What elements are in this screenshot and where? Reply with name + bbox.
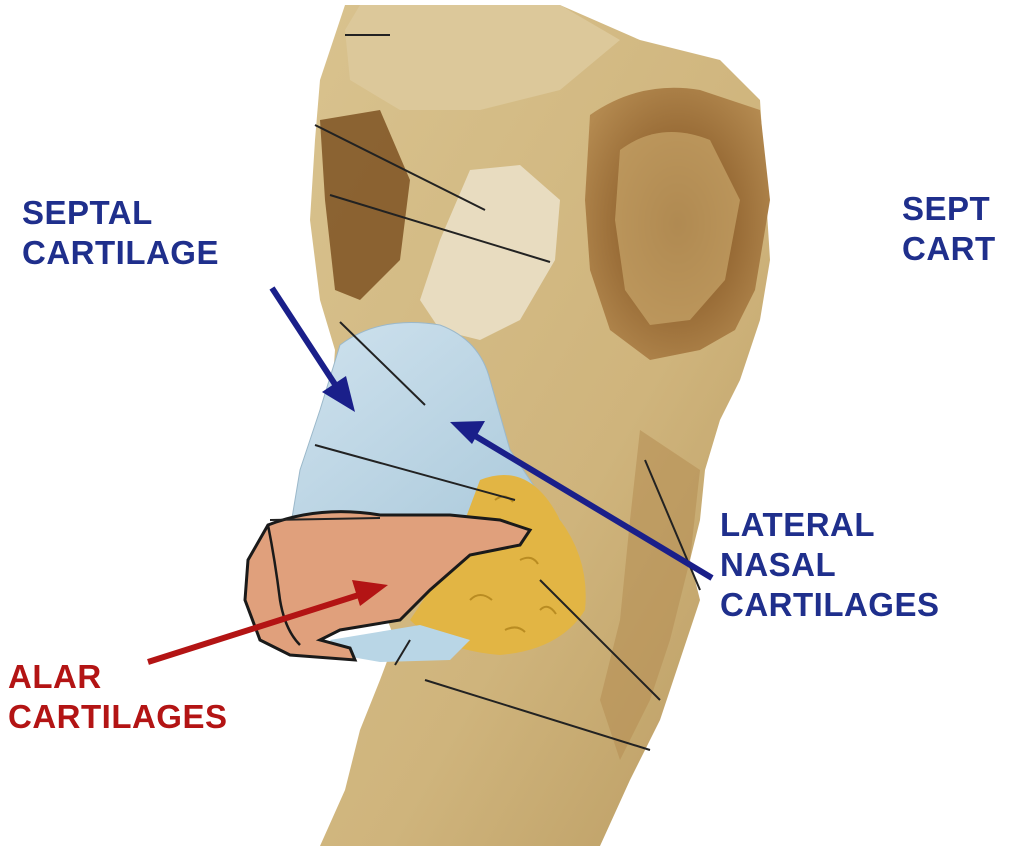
septal-cropped-line-1: SEPT [902,189,996,229]
lateral-label-line-3: CARTILAGES [720,585,940,625]
lateral-nasal-cartilages-label: LATERAL NASAL CARTILAGES [720,505,940,625]
lateral-label-line-2: NASAL [720,545,940,585]
septal-label-line-2: CARTILAGE [22,233,219,273]
septal-cartilage-cropped-label: SEPT CART [902,189,996,269]
lateral-label-line-1: LATERAL [720,505,940,545]
septal-cartilage-label: SEPTAL CARTILAGE [22,193,219,273]
septal-cropped-line-2: CART [902,229,996,269]
alar-label-line-2: CARTILAGES [8,697,228,737]
alar-label-line-1: ALAR [8,657,228,697]
alar-cartilages-label: ALAR CARTILAGES [8,657,228,737]
septal-label-line-1: SEPTAL [22,193,219,233]
